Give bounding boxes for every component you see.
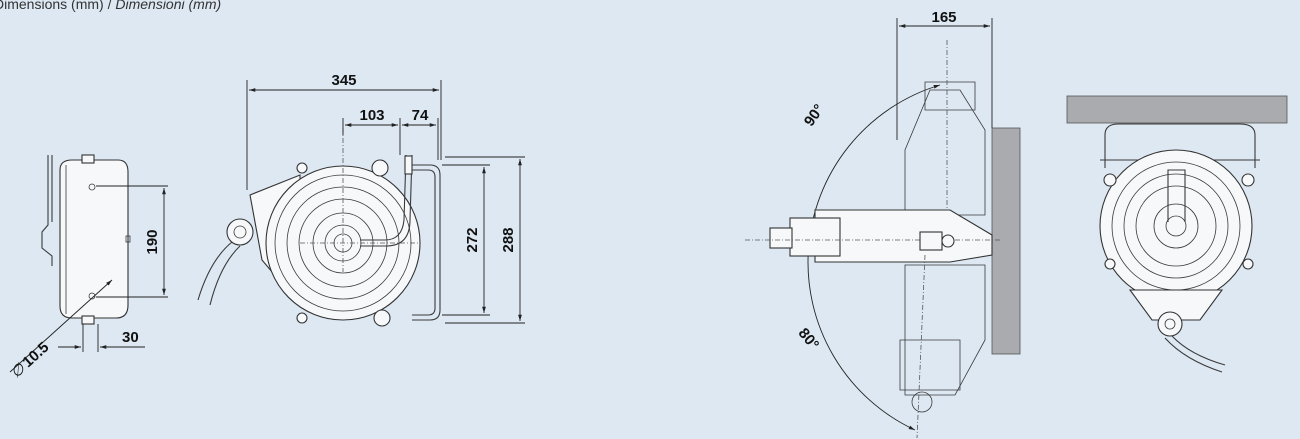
dim-mount-depth: 30 [122,329,139,346]
dim-hole-diameter: 10.5 [19,339,52,371]
caption-text: Dimensions (mm) / [0,0,116,12]
dim-hub-offset: 103 [359,107,384,124]
figure-caption: Dimensions (mm) / Dimensioni (mm) [0,0,221,12]
side-view: 190 30 ∅ 10.5 [7,154,168,382]
caption-text-italic: Dimensioni (mm) [115,0,222,12]
dim-height-inner: 272 [464,227,481,252]
dim-width-total: 345 [331,72,356,89]
dim-swivel-angle-down: 80° [795,325,823,353]
dim-height-total: 288 [500,227,517,252]
dim-mount-height: 190 [144,229,161,254]
dim-swivel-width: 165 [931,9,956,26]
front-view: 345 103 74 272 288 [197,72,525,327]
swivel-view: 165 90° 80° [745,9,1021,439]
dim-swivel-angle-up: 90° [801,101,828,129]
wall [991,127,1021,355]
ceiling-view [1066,95,1288,373]
ceiling [1066,95,1288,124]
dim-arm-offset: 74 [412,107,429,124]
